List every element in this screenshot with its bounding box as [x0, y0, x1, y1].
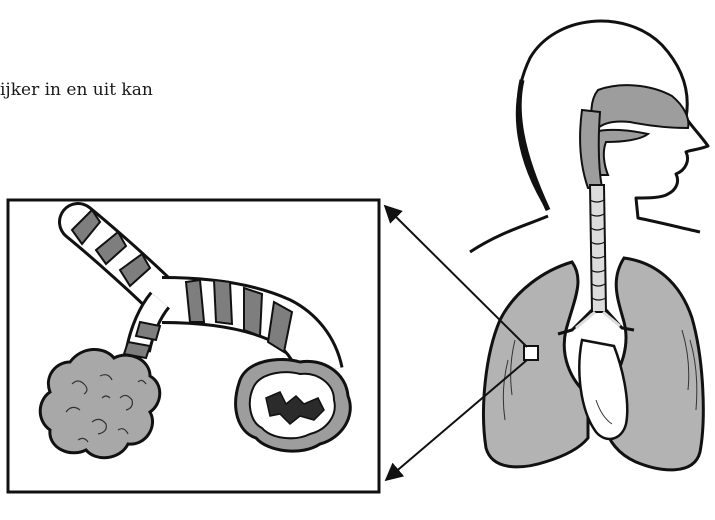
pharynx	[580, 110, 602, 188]
neck-back	[519, 80, 548, 210]
arrow-to-inset-top	[385, 206, 527, 347]
left-lung	[484, 262, 588, 467]
trachea	[590, 185, 606, 312]
nasal-cavity	[591, 85, 688, 132]
alveoli-cluster	[40, 349, 160, 457]
bronchiole-cross-section	[236, 359, 351, 451]
magnified-region-marker	[524, 346, 538, 360]
